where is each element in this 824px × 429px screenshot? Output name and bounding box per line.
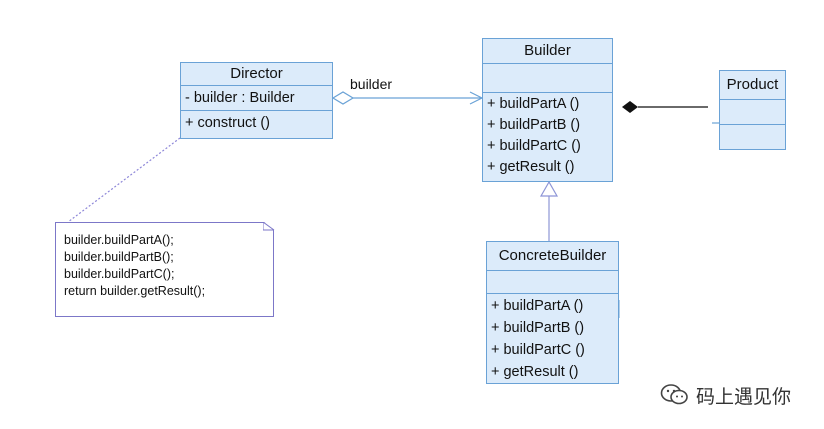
note-fold-corner	[263, 222, 275, 231]
wechat-icon	[660, 384, 688, 405]
association-label: builder	[350, 76, 393, 92]
aggregation-diamond	[331, 91, 355, 105]
director-class: Director - builder : Builder + construct…	[180, 62, 333, 139]
concrete-builder-attributes	[487, 271, 618, 294]
builder-attributes	[483, 64, 612, 93]
concrete-builder-class-title: ConcreteBuilder	[487, 242, 618, 271]
note-line-3: builder.buildPartC();	[64, 267, 175, 281]
product-class-title: Product	[720, 71, 785, 100]
generalization-triangle	[539, 180, 559, 197]
product-class: Product	[719, 70, 786, 150]
note-line-2: builder.buildPartB();	[64, 250, 174, 264]
director-attribute: - builder : Builder	[181, 86, 332, 111]
note-line-1: builder.buildPartA();	[64, 233, 174, 247]
concrete-builder-operation-buildpartb: + buildPartB ()	[491, 320, 585, 336]
builder-class-title: Builder	[483, 39, 612, 64]
director-operations: + construct ()	[181, 111, 332, 135]
concrete-builder-operation-buildpartc: + buildPartC ()	[491, 342, 585, 358]
builder-class: Builder + buildPartA () + buildPartB () …	[482, 38, 613, 182]
builder-operation-buildpartc: + buildPartC ()	[487, 138, 581, 154]
concrete-builder-operation-buildparta: + buildPartA ()	[491, 298, 584, 314]
note-line-4: return builder.getResult();	[64, 284, 206, 298]
watermark-text: 码上遇见你	[696, 386, 792, 408]
note-anchor-line	[67, 137, 181, 223]
builder-operation-buildpartb: + buildPartB ()	[487, 117, 581, 133]
builder-operation-getresult: + getResult ()	[487, 159, 575, 175]
composition-diamond	[622, 101, 638, 113]
builder-operation-buildparta: + buildPartA ()	[487, 96, 580, 112]
builder-operations: + buildPartA () + buildPartB () + buildP…	[483, 93, 612, 178]
product-attributes	[720, 100, 785, 125]
concrete-builder-class: ConcreteBuilder + buildPartA () + buildP…	[486, 241, 619, 384]
director-operation-construct: + construct ()	[185, 115, 271, 131]
construct-note: builder.buildPartA(); builder.buildPartB…	[55, 222, 274, 317]
director-class-title: Director	[181, 63, 332, 86]
concrete-builder-operation-getresult: + getResult ()	[491, 364, 579, 380]
concrete-builder-operations: + buildPartA () + buildPartB () + buildP…	[487, 294, 618, 383]
